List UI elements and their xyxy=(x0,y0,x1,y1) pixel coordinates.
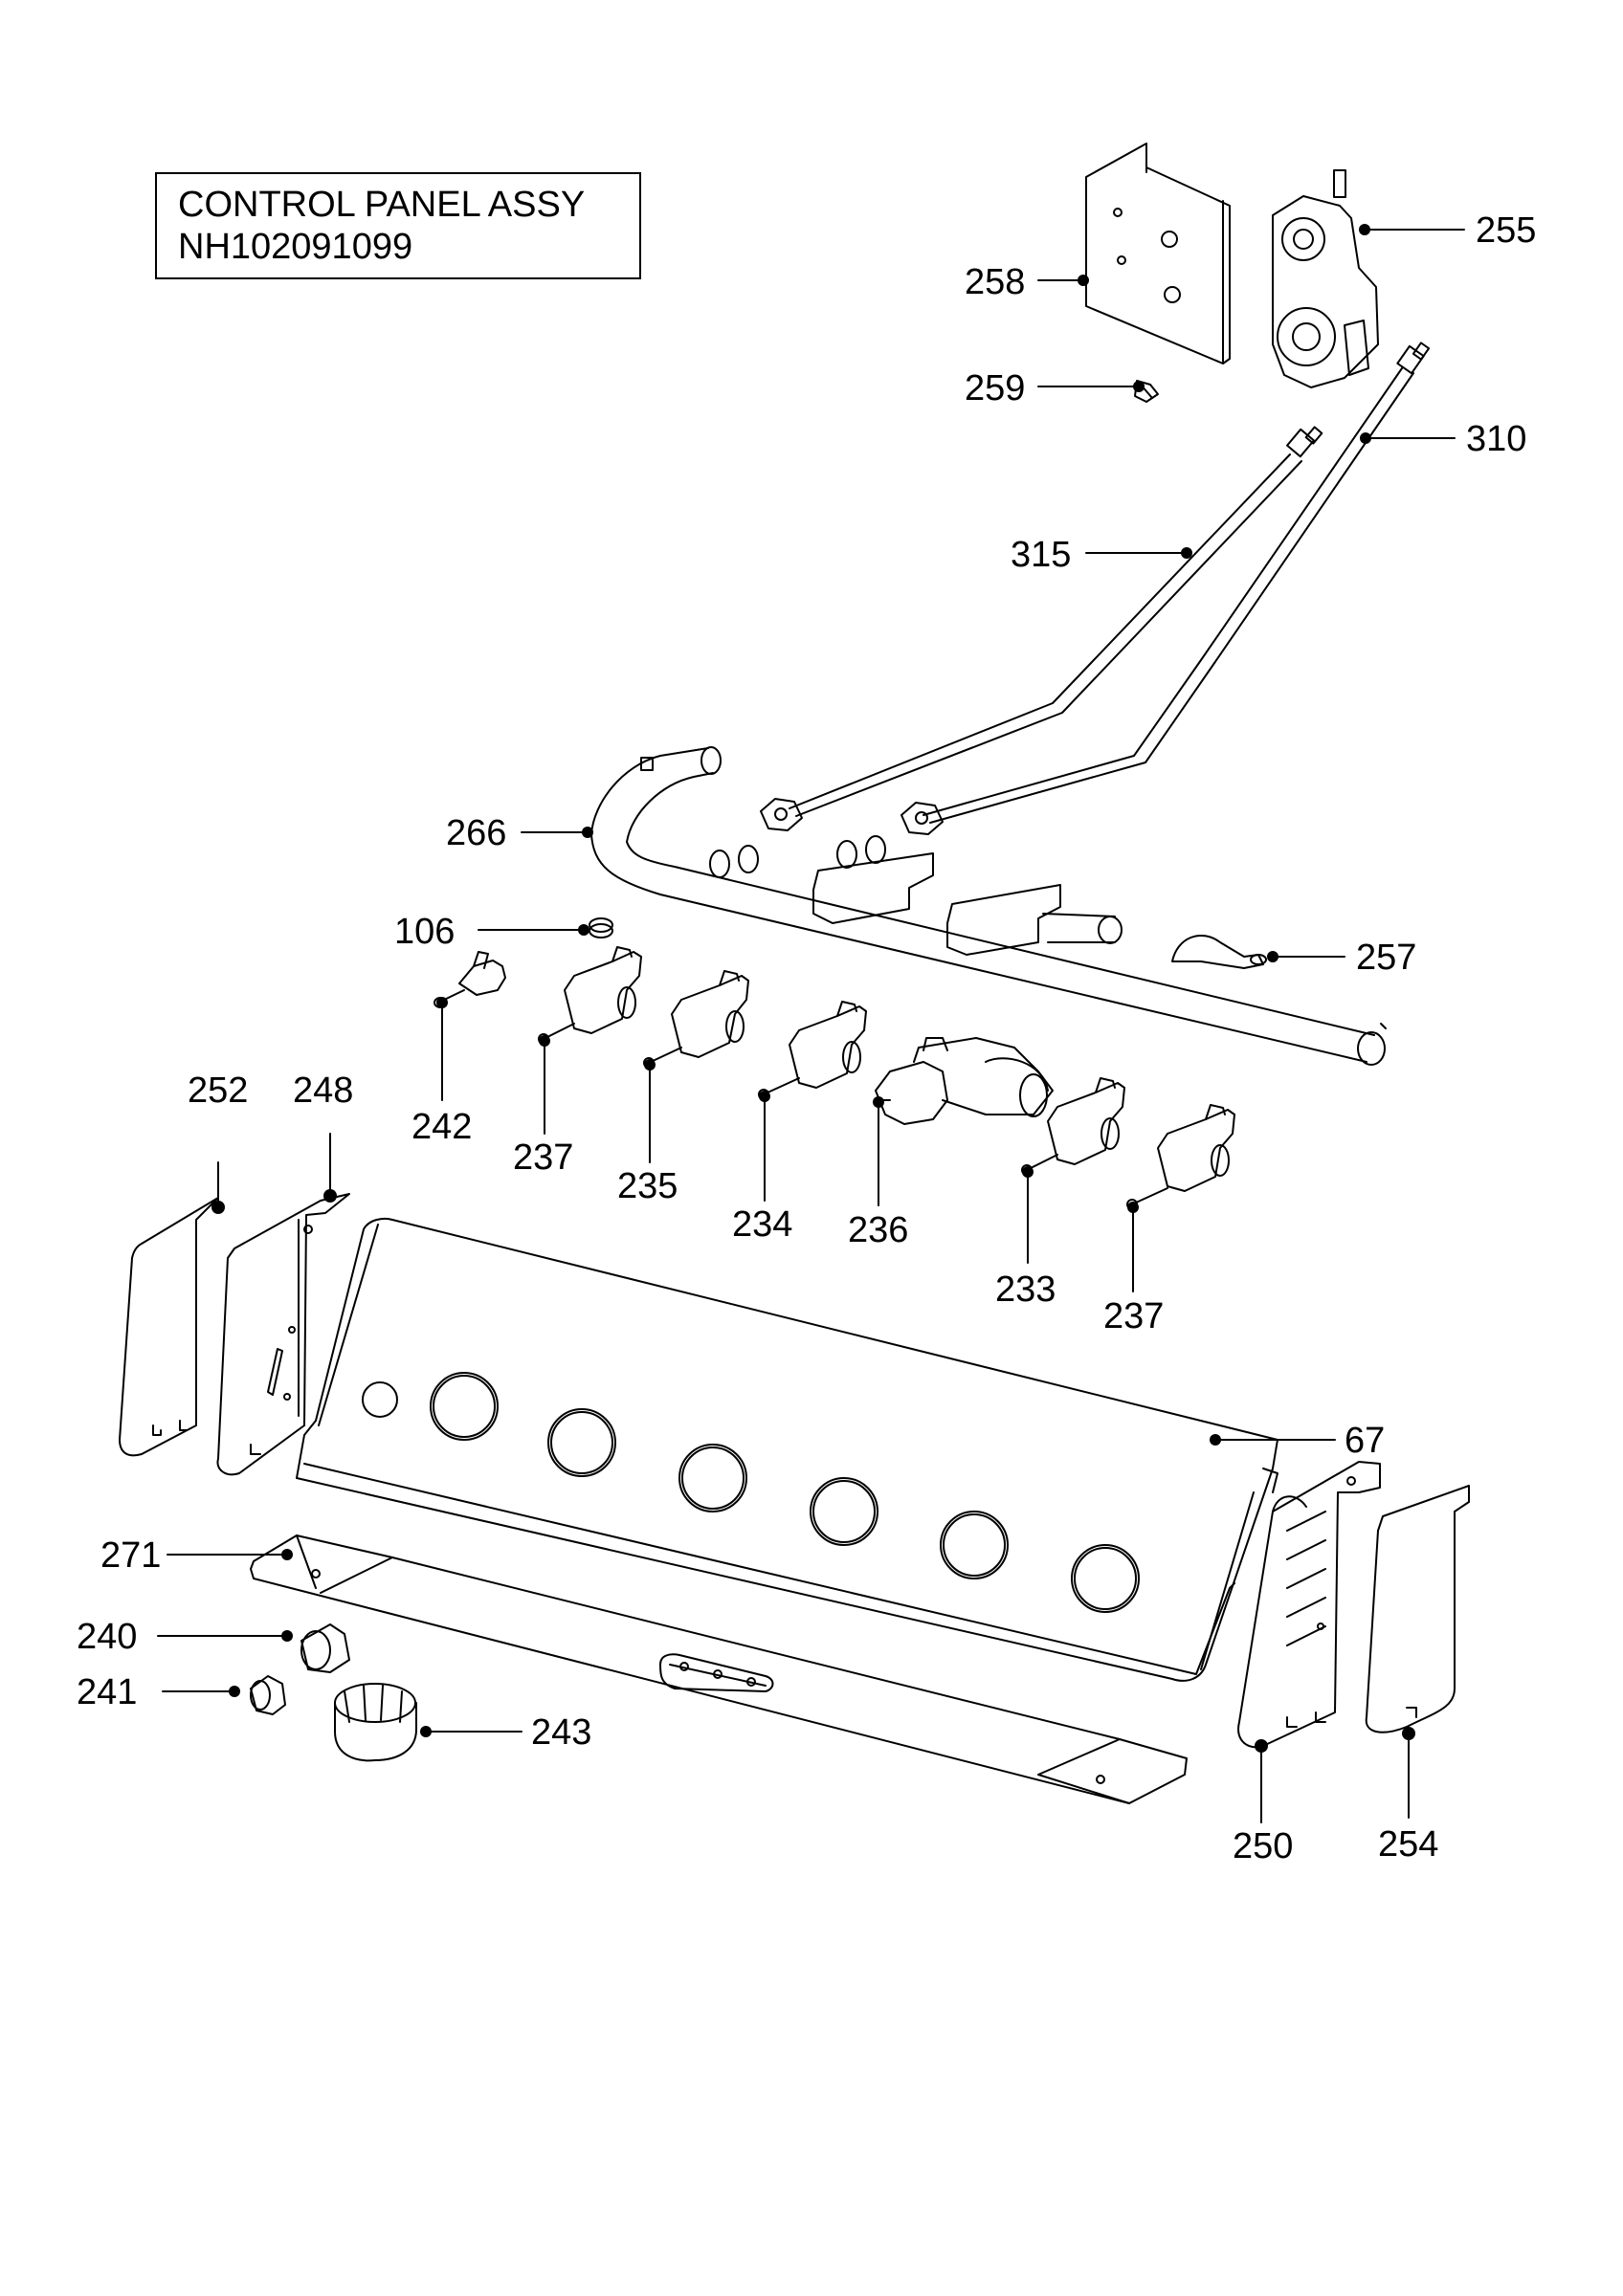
part-248-end-bracket-left xyxy=(216,1193,350,1476)
callout-248: 248 xyxy=(293,1071,353,1111)
callout-labels: 255 258 259 310 315 266 106 257 242 237 … xyxy=(77,210,1536,1866)
callout-258: 258 xyxy=(965,262,1025,302)
callout-234: 234 xyxy=(732,1204,792,1245)
part-271-trim-strip xyxy=(250,1534,1188,1804)
callout-243: 243 xyxy=(531,1712,591,1753)
callout-315: 315 xyxy=(1011,535,1071,575)
callout-106: 106 xyxy=(394,912,455,952)
part-106-washer xyxy=(589,917,613,938)
part-67-control-panel xyxy=(296,1217,1278,1682)
title-box: CONTROL PANEL ASSY NH102091099 xyxy=(155,172,641,279)
part-243-control-knob xyxy=(334,1683,417,1762)
leader-lines xyxy=(157,229,1465,1823)
part-241-push-button xyxy=(250,1675,286,1715)
callout-310: 310 xyxy=(1466,419,1526,459)
callout-271: 271 xyxy=(100,1535,161,1576)
leader-dots xyxy=(211,224,1415,1753)
part-236-thermostat-valve xyxy=(875,1037,1054,1125)
callout-250: 250 xyxy=(1233,1826,1293,1866)
pipe-nuts xyxy=(760,798,944,835)
part-237-gas-tap-a xyxy=(538,946,642,1045)
callout-257: 257 xyxy=(1356,938,1416,978)
part-255-valve-block xyxy=(1272,169,1379,388)
callout-237-a: 237 xyxy=(513,1137,573,1178)
callout-236: 236 xyxy=(848,1210,908,1250)
part-258-bracket xyxy=(1085,143,1231,364)
callout-235: 235 xyxy=(617,1166,678,1206)
callout-259: 259 xyxy=(965,368,1025,408)
part-254-side-cover-right xyxy=(1365,1485,1470,1733)
part-315-gas-pipe xyxy=(789,426,1323,817)
part-252-side-cover-left xyxy=(119,1197,219,1457)
callout-67: 67 xyxy=(1345,1421,1385,1461)
callout-242: 242 xyxy=(411,1107,472,1147)
callout-241: 241 xyxy=(77,1672,137,1712)
part-240-knob-insert xyxy=(300,1623,350,1673)
part-234-gas-tap xyxy=(758,1001,867,1100)
callout-252: 252 xyxy=(188,1071,248,1111)
callout-254: 254 xyxy=(1378,1824,1438,1865)
callout-233: 233 xyxy=(995,1269,1056,1310)
callout-266: 266 xyxy=(446,813,506,853)
callout-240: 240 xyxy=(77,1617,137,1657)
part-266-gas-manifold xyxy=(590,746,1387,1066)
part-257-clip xyxy=(1171,934,1267,969)
title-line-2: NH102091099 xyxy=(178,227,413,267)
part-233-gas-tap xyxy=(1021,1077,1125,1176)
part-237-gas-tap-b xyxy=(1126,1104,1235,1210)
title-line-1: CONTROL PANEL ASSY xyxy=(178,185,586,225)
callout-237-b: 237 xyxy=(1103,1296,1164,1336)
part-310-gas-pipe xyxy=(923,342,1431,824)
part-235-gas-tap xyxy=(643,970,749,1069)
callout-255: 255 xyxy=(1476,210,1536,251)
